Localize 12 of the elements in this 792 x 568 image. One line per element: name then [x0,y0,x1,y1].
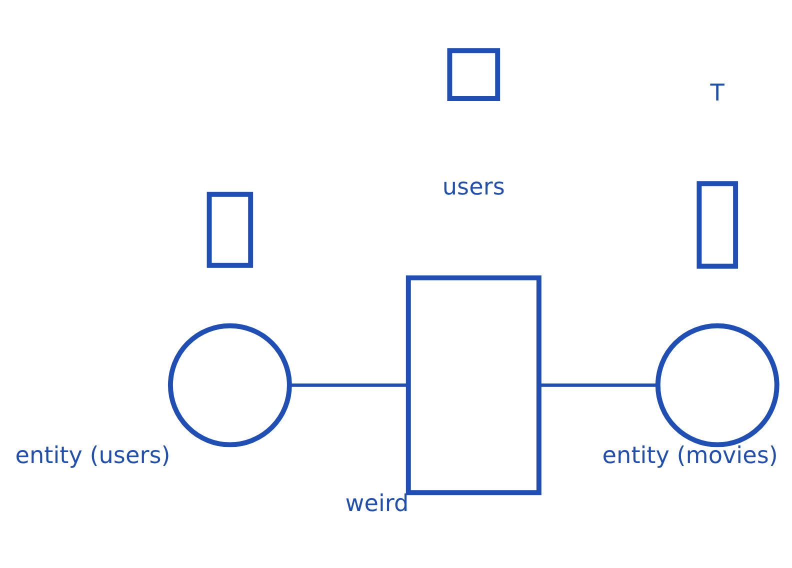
node-box [696,181,738,269]
node-label: entity (movies) [602,443,778,470]
node-label: entity (users) [15,443,170,470]
connector [539,384,658,387]
node-label: weird [345,491,409,518]
node-circle [168,323,292,448]
node-label: users [442,174,505,201]
node-box [447,48,500,101]
node-box [406,275,542,496]
node-label: T [710,80,724,107]
node-box [206,192,254,268]
connector [290,384,408,387]
